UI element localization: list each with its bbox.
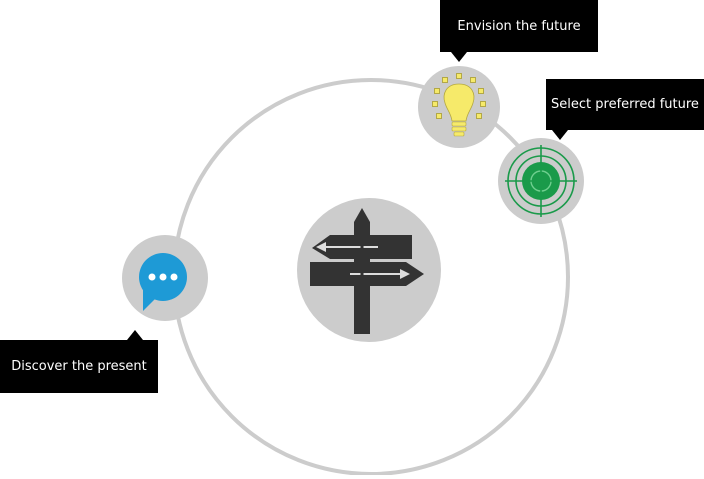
- signpost-icon: [297, 198, 441, 342]
- callout-discover-pointer: [127, 330, 143, 340]
- callout-envision-pointer: [451, 52, 467, 62]
- callout-select: Select preferred future: [546, 79, 704, 140]
- lightbulb-icon: [418, 66, 500, 148]
- callout-select-text: Select preferred future: [551, 97, 699, 112]
- callout-select-pointer: [552, 130, 568, 140]
- callout-envision-text: Envision the future: [457, 18, 581, 34]
- callout-discover-text: Discover the present: [11, 359, 147, 374]
- callout-envision: Envision the future: [440, 0, 598, 62]
- callout-discover: Discover the present: [0, 330, 158, 393]
- target-icon: [498, 138, 584, 224]
- speech-bubble-icon: [122, 235, 208, 321]
